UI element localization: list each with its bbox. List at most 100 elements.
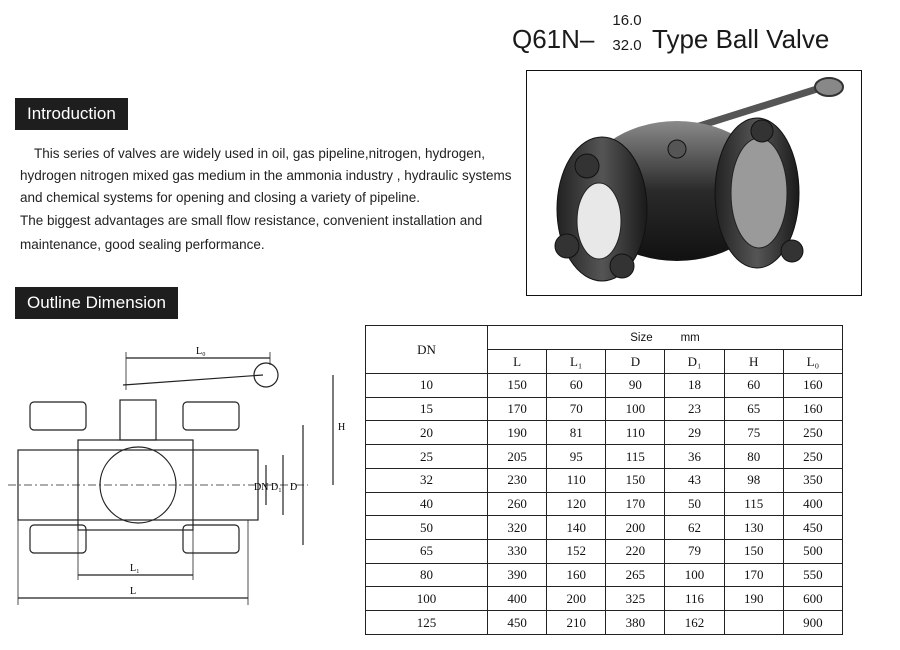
cell-d: 170 [605, 491, 666, 517]
cell-d1: 23 [664, 396, 725, 422]
cell-dn: 125 [365, 610, 488, 635]
cell-l1: 110 [546, 467, 607, 493]
cell-dn: 32 [365, 467, 488, 493]
cell-dn: 15 [365, 396, 488, 422]
title-pressure-bottom: 32.0 [612, 37, 642, 54]
cell-l: 390 [486, 562, 548, 588]
cell-d1: 116 [664, 586, 725, 612]
label-l: L [130, 586, 136, 597]
cell-l0: 500 [782, 539, 844, 564]
cell-l0: 250 [782, 420, 844, 446]
bolt-bottom-left [29, 524, 87, 554]
label-d: D [290, 482, 297, 493]
introduction-paragraph-2: The biggest advantages are small flow re… [20, 213, 483, 252]
cell-d1: 29 [664, 420, 725, 446]
cell-h: 115 [723, 491, 784, 517]
cell-dn: 65 [365, 539, 488, 564]
label-dn: DN [254, 482, 268, 493]
cell-l1: 210 [546, 610, 607, 635]
cell-d1: 43 [664, 467, 725, 493]
introduction-heading: Introduction [15, 98, 128, 130]
cell-d: 200 [605, 515, 666, 541]
cell-l: 190 [486, 420, 548, 446]
cell-d: 325 [605, 586, 666, 612]
title-pressure-rating: 16.0 32.0 [602, 8, 652, 58]
cell-l0: 250 [782, 444, 844, 469]
cell-h: 130 [723, 515, 784, 541]
title-product-name: Type Ball Valve [652, 24, 830, 54]
cell-d1: 62 [664, 515, 725, 541]
cell-l: 205 [486, 444, 548, 469]
cell-dn: 20 [365, 420, 488, 446]
cell-l: 450 [486, 610, 548, 635]
cell-l0: 900 [782, 610, 844, 635]
cell-d: 90 [605, 373, 666, 398]
cell-h [723, 610, 784, 635]
column-header: D₁ [664, 349, 725, 374]
outline-drawing: L₀ H DN D₁ D L₁ L [8, 330, 348, 630]
cell-h: 98 [723, 467, 784, 493]
cell-l1: 70 [546, 396, 607, 422]
cell-l1: 95 [546, 444, 607, 469]
cell-d: 110 [605, 420, 666, 446]
cell-l0: 550 [782, 562, 844, 588]
cell-dn: 80 [365, 562, 488, 588]
cell-d: 150 [605, 467, 666, 493]
cell-l1: 140 [546, 515, 607, 541]
cell-l: 150 [486, 373, 548, 398]
introduction-paragraph-1: This series of valves are widely used in… [20, 146, 512, 205]
cell-l0: 350 [782, 467, 844, 493]
cell-dn: 100 [365, 586, 488, 612]
cell-l0: 450 [782, 515, 844, 541]
cell-l1: 160 [546, 562, 607, 588]
cell-dn: 40 [365, 491, 488, 517]
column-header: L [486, 349, 548, 374]
cell-l: 320 [486, 515, 548, 541]
title-model-code: Q61N– [512, 24, 595, 54]
cell-l1: 60 [546, 373, 607, 398]
dn-column-header: DN [365, 325, 488, 374]
column-header: L₁ [546, 349, 607, 374]
cell-l0: 600 [782, 586, 844, 612]
cell-l1: 152 [546, 539, 607, 564]
cell-l: 400 [486, 586, 548, 612]
bolt-bottom-right [182, 524, 240, 554]
bolt-top-right [182, 401, 240, 431]
cell-h: 190 [723, 586, 784, 612]
column-header: D [605, 349, 666, 374]
cell-d1: 18 [664, 373, 725, 398]
cell-h: 170 [723, 562, 784, 588]
label-l0: L₀ [196, 346, 206, 357]
cell-l1: 81 [546, 420, 607, 446]
cell-d: 100 [605, 396, 666, 422]
cell-d: 380 [605, 610, 666, 635]
cell-l0: 160 [782, 396, 844, 422]
handle-line [122, 374, 264, 386]
cell-l: 330 [486, 539, 548, 564]
label-d1: D₁ [271, 482, 282, 493]
label-h: H [338, 422, 345, 433]
cell-dn: 50 [365, 515, 488, 541]
size-unit: mm [680, 331, 700, 344]
cell-dn: 25 [365, 444, 488, 469]
cell-d1: 79 [664, 539, 725, 564]
introduction-text: This series of valves are widely used in… [20, 143, 520, 257]
cell-d: 265 [605, 562, 666, 588]
cell-d1: 162 [664, 610, 725, 635]
column-header: H [723, 349, 784, 374]
cell-d1: 50 [664, 491, 725, 517]
body-outline [17, 449, 259, 521]
stem [119, 399, 157, 441]
cell-h: 60 [723, 373, 784, 398]
